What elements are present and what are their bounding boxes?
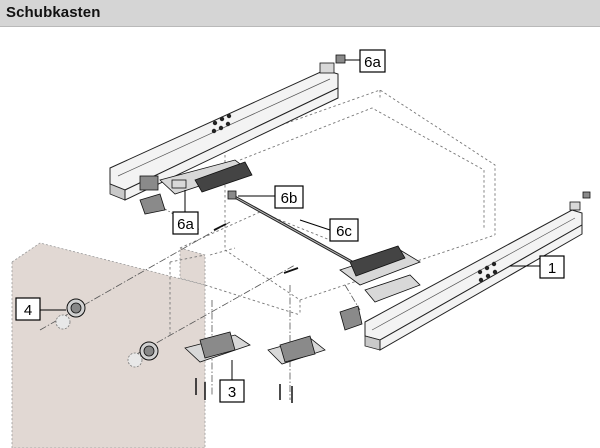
callout-4: 4 (15, 297, 41, 321)
drawer-front-panel (11, 242, 206, 448)
screws (213, 223, 299, 274)
callout-6b-text: 6b (281, 190, 298, 207)
leader-lines (40, 59, 540, 380)
callout-4-text: 4 (24, 302, 32, 319)
left-runner (109, 62, 339, 201)
side-clips (335, 54, 591, 199)
front-fixing-bracket-right (267, 335, 326, 403)
left-locking-device (139, 159, 253, 215)
callout-1-text: 1 (548, 260, 556, 277)
callout-1: 1 (539, 255, 565, 279)
drawer-assembly-diagram: 6a 6a 6b 6c 1 3 4 (11, 49, 591, 448)
right-locking-device (339, 245, 421, 331)
page-title: Schubkasten (6, 4, 101, 21)
adjustment-nuts (55, 298, 159, 368)
callout-3-text: 3 (228, 384, 236, 401)
callout-6c: 6c (329, 218, 359, 242)
callout-3: 3 (219, 379, 245, 403)
callout-6a-left: 6a (172, 211, 199, 235)
synchronisation-rod (227, 190, 353, 264)
callout-6a-left-text: 6a (177, 216, 194, 233)
callout-6c-text: 6c (336, 223, 352, 240)
callout-6a-top: 6a (359, 49, 386, 73)
section-header: Schubkasten (0, 0, 600, 27)
front-fixing-bracket-left (184, 331, 251, 400)
right-runner (364, 201, 583, 351)
callout-6a-top-text: 6a (364, 54, 381, 71)
callout-6b: 6b (274, 185, 304, 209)
